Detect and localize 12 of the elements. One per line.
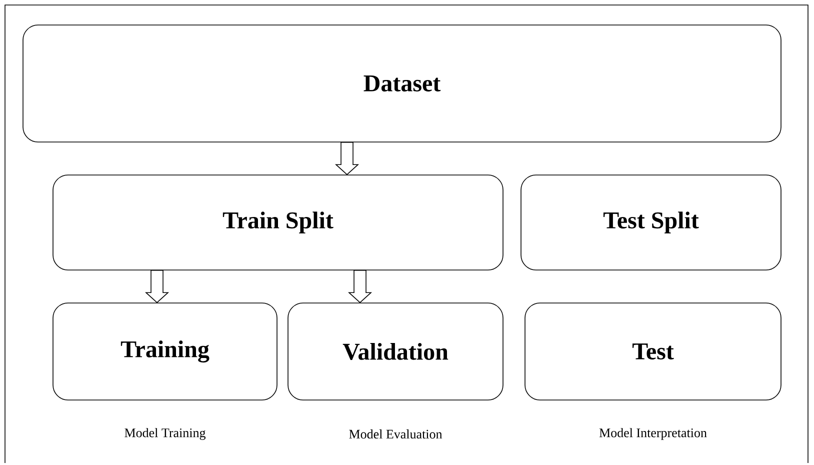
caption-text: Model Evaluation <box>349 429 442 439</box>
process-box: Test Split <box>520 174 782 270</box>
block-arrow <box>334 142 360 176</box>
block-arrow <box>348 270 372 304</box>
block-arrow <box>144 270 170 304</box>
process-box: Training <box>52 302 278 400</box>
process-box: Validation <box>288 302 504 400</box>
caption-text: Model Interpretation <box>599 428 707 440</box>
caption-text: Model Training <box>124 428 206 440</box>
process-box: Test <box>524 302 782 400</box>
process-box: Train Split <box>52 174 504 270</box>
process-box: Dataset <box>22 24 782 142</box>
